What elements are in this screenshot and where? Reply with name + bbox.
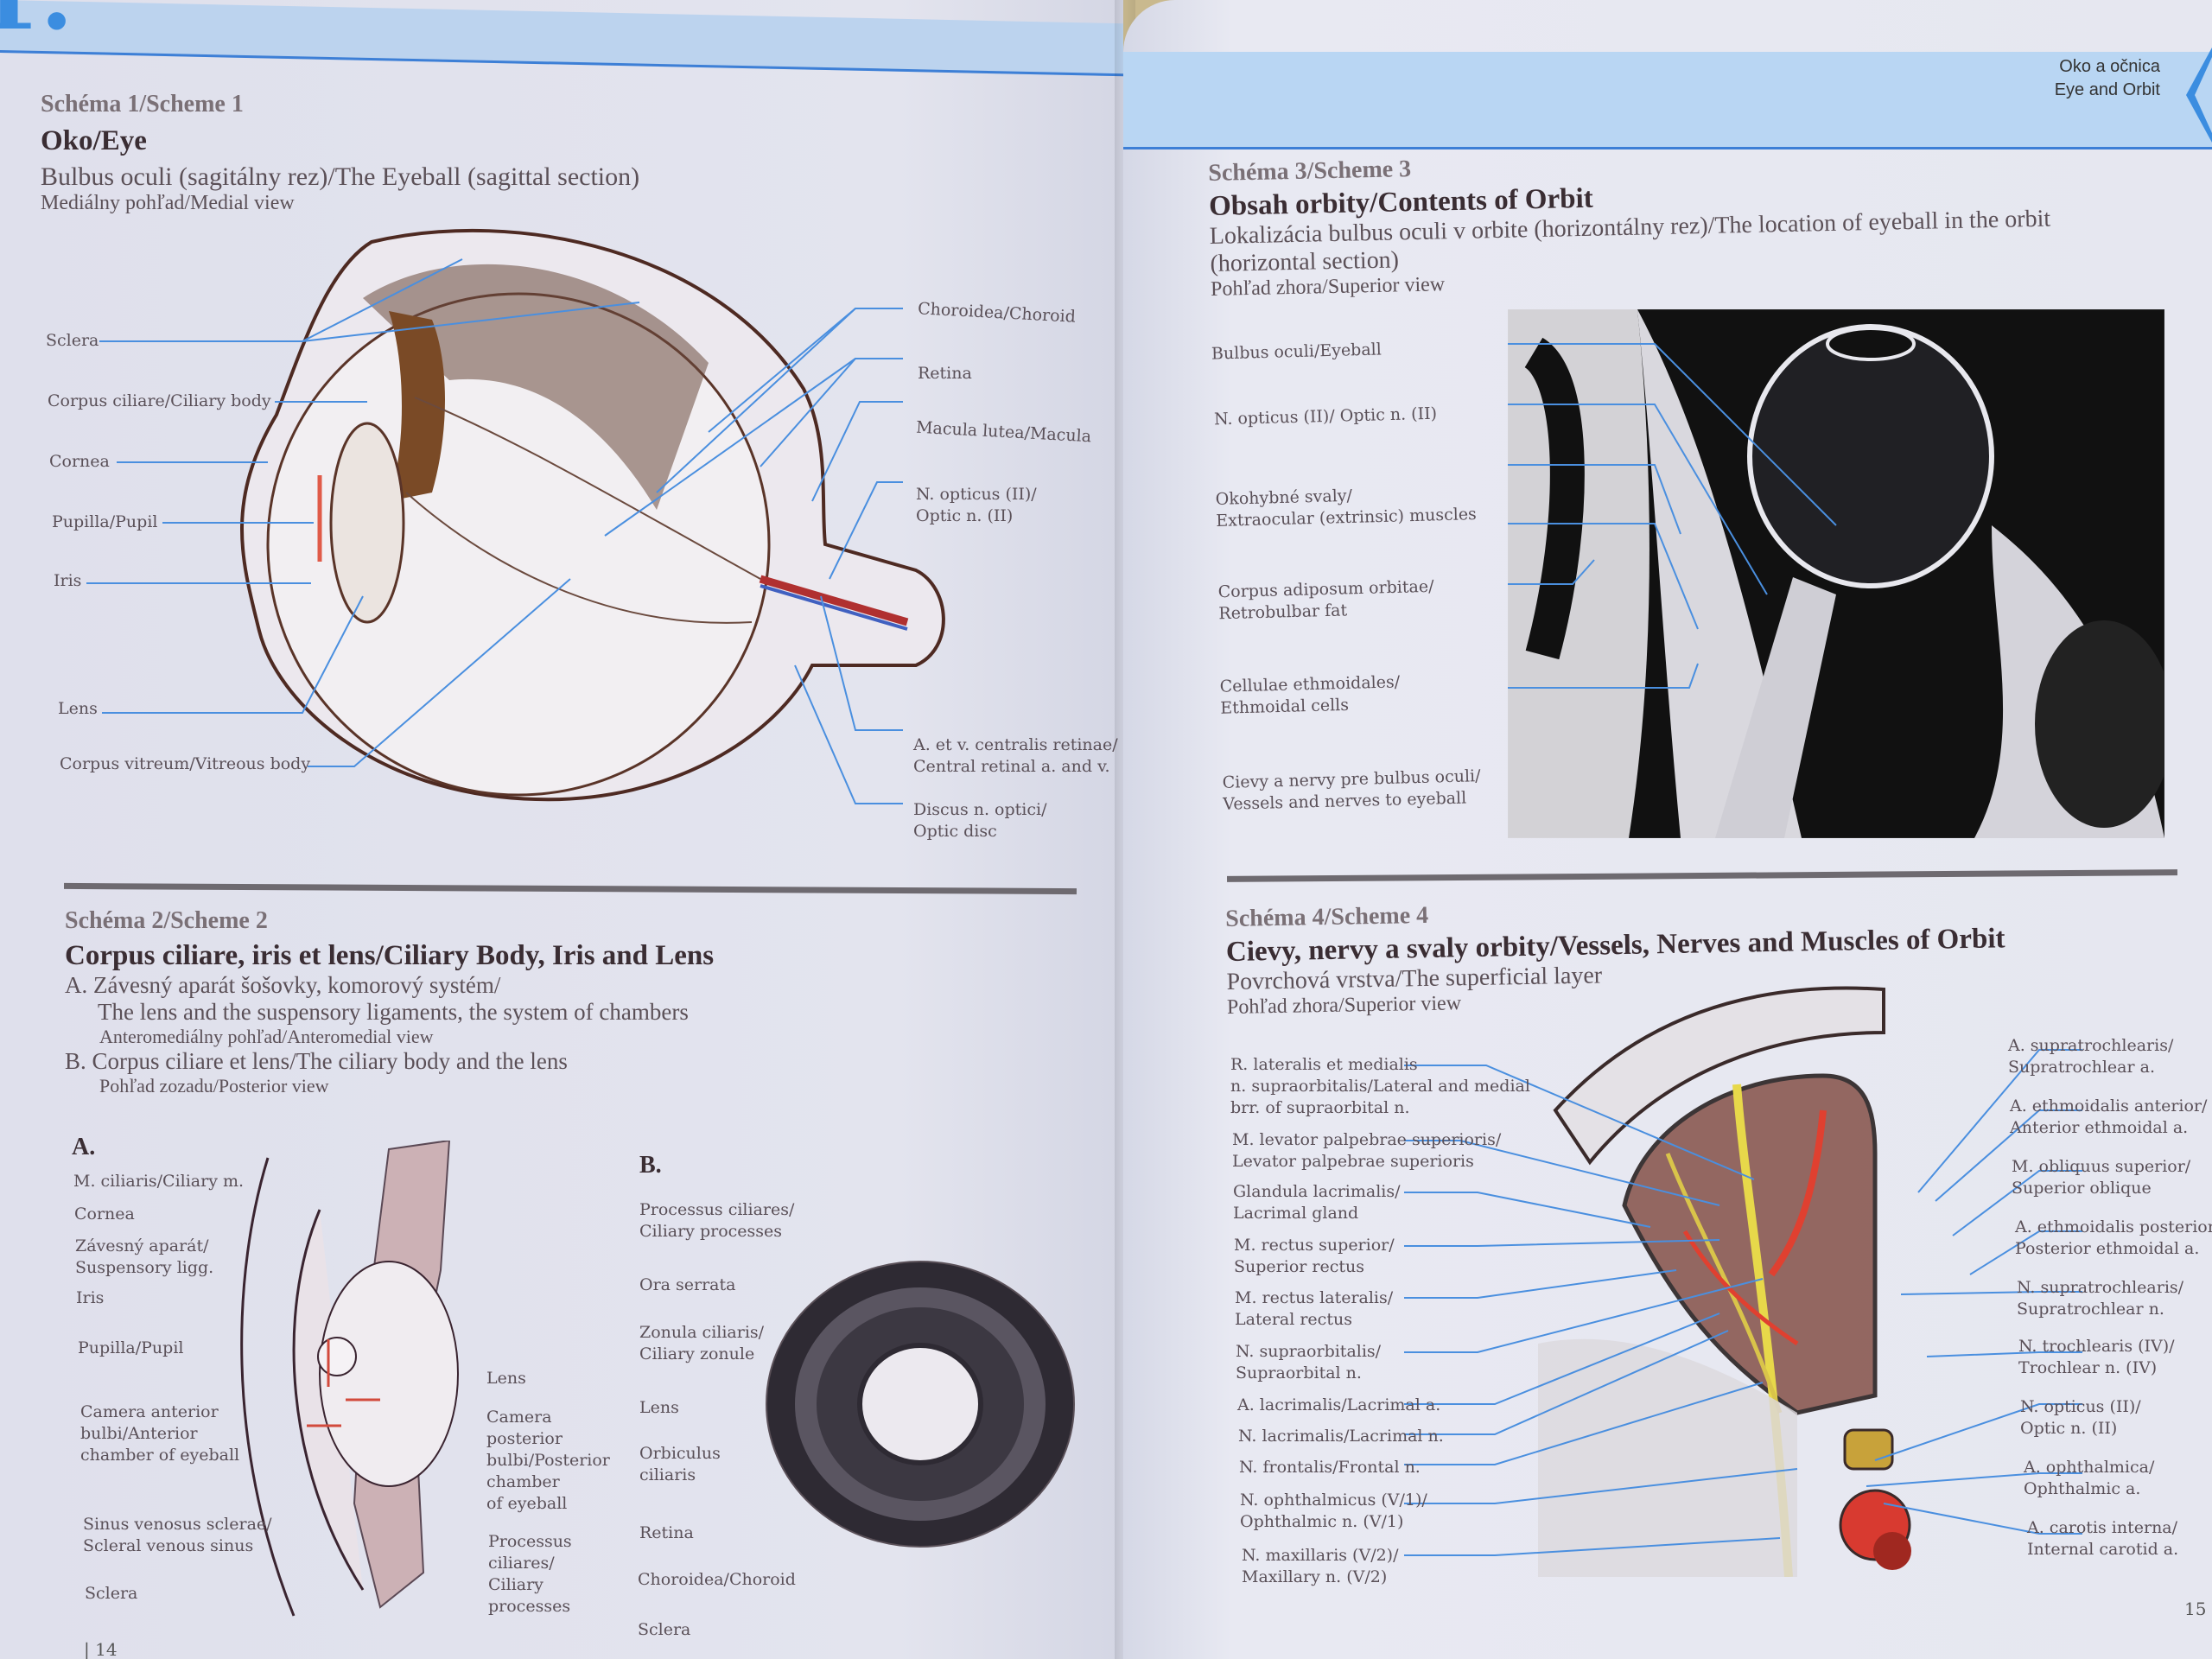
scheme3-leaders [1508,343,1837,689]
s4-label-supraorbital-nerve: N. supraorbitalis/ Supraorbital n. [1236,1342,1382,1382]
scheme1-title: Oko/Eye [41,125,147,156]
orbit-vessels-nerves-illustration [1538,986,1911,1577]
fig-a-label-posterior-chamber: Camera posterior bulbi/Posterior chamber… [486,1408,610,1513]
scheme1-heading: Schéma 1/Scheme 1 Oko/Eye Bulbus oculi (… [41,91,639,215]
chapter-header-band [0,0,1123,77]
s3-label-eyeball: Bulbus oculi/Eyeball [1211,340,1382,364]
fig-a-label-suspensory: Závesný aparát/ Suspensory ligg. [75,1236,214,1277]
fig-a-label-anterior-chamber: Camera anterior bulbi/Anterior chamber o… [80,1402,240,1465]
fig-a-label-ciliary-m: M. ciliaris/Ciliary m. [73,1172,245,1191]
fig-b-label-orbiculus: Orbiculus ciliaris [639,1444,721,1484]
fig-b-label-lens: Lens [639,1398,679,1417]
fig-a-label-iris: Iris [76,1288,105,1307]
s3-label-extraocular-muscles: Okohybné svaly/ Extraocular (extrinsic) … [1215,486,1478,531]
s4-label-ophthalmic-artery: A. ophthalmica/ Ophthalmic a. [2024,1458,2155,1498]
scheme2-part-a-heading-en: The lens and the suspensory ligaments, t… [98,999,689,1025]
s3-label-optic-nerve: N. opticus (II)/ Optic n. (II) [1213,404,1438,429]
scheme4-leaders [1404,1049,2082,1556]
fig-a-label-cornea: Cornea [74,1205,135,1224]
s1-label-optic-disc: Discus n. optici/ Optic disc [913,800,1047,841]
fig-a-label-sclera: Sclera [85,1584,138,1603]
left-page-number: | 14 [84,1639,118,1659]
scheme2-part-b-heading: B. Corpus ciliare et lens/The ciliary bo… [65,1048,568,1074]
scheme2-part-a-view: Anteromediálny pohľad/Anteromedial view [99,1026,434,1047]
fig-a-label-ciliary-processes: Processus ciliares/ Ciliary processes [488,1532,572,1616]
s4-label-lacrimal-gland: Glandula lacrimalis/ Lacrimal gland [1233,1182,1401,1223]
section-divider [63,882,1077,895]
s4-label-trochlear-nerve: N. trochlearis (IV)/ Trochlear n. (IV) [2018,1337,2175,1377]
scheme3-heading: Schéma 3/Scheme 3 Obsah orbity/Contents … [1208,143,2052,302]
s4-label-supraorbital-branches: R. lateralis et medialis n. supraorbital… [1230,1055,1530,1117]
scheme2-part-a-heading: A. Závesný aparát šošovky, komorový syst… [65,972,501,998]
fig-a-label-scleral-sinus: Sinus venosus sclerae/ Scleral venous si… [83,1515,272,1555]
s4-label-internal-carotid: A. carotis interna/ Internal carotid a. [2027,1518,2179,1559]
s4-label-lateral-rectus: M. rectus lateralis/ Lateral rectus [1235,1288,1394,1329]
s4-label-supratrochlear-artery: A. supratrochlearis/ Supratrochlear a. [2008,1036,2174,1077]
s3-label-ethmoidal-cells: Cellulae ethmoidales/ Ethmoidal cells [1219,672,1401,718]
chapter-tab-arrow-icon [2186,48,2212,143]
left-page: 1. Schéma 1/Scheme 1 Oko/Eye Bulbus ocul… [0,0,1123,1659]
s4-label-levator-palpebrae: M. levator palpebrae superioris/ Levator… [1232,1130,1502,1171]
section-divider-right [1226,869,2178,882]
fig-b-label-retina: Retina [639,1523,694,1542]
s1-label-central-retinal-vessels: A. et v. centralis retinae/ Central reti… [913,735,1118,776]
chapter-header-band-right [1123,52,2212,149]
scheme1-view: Mediálny pohľad/Medial view [41,192,295,214]
fig-b-label-sclera: Sclera [638,1620,691,1639]
s4-label-lacrimal-nerve: N. lacrimalis/Lacrimal n. [1238,1427,1444,1446]
eyeball-sagittal-illustration [86,228,945,804]
fig-b-label-ciliary-zonule: Zonula ciliaris/ Ciliary zonule [639,1323,765,1363]
s1-label-iris: Iris [54,571,82,590]
s3-label-vessels-nerves: Cievy a nervy pre bulbus oculi/ Vessels … [1222,766,1481,814]
s1-label-sclera: Sclera [46,331,99,350]
s4-label-frontal-nerve: N. frontalis/Frontal n. [1239,1458,1421,1477]
s1-label-cornea: Cornea [49,452,110,471]
fig-b-label-ciliary-processes: Processus ciliares/ Ciliary processes [639,1200,795,1241]
s3-label-retrobulbar-fat: Corpus adiposum orbitae/ Retrobulbar fat [1217,576,1434,624]
scheme1-subtitle: Bulbus oculi (sagitálny rez)/The Eyeball… [41,162,640,191]
fig-b-label-choroid: Choroidea/Choroid [638,1570,796,1589]
fig-a-label-pupil: Pupilla/Pupil [78,1338,184,1357]
s1-label-vitreous-body: Corpus vitreum/Vitreous body [60,754,311,773]
s4-label-supratrochlear-nerve: N. supratrochlearis/ Supratrochlear n. [2017,1278,2184,1319]
scheme2-label: Schéma 2/Scheme 2 [65,907,268,934]
s1-label-pupil: Pupilla/Pupil [52,512,158,531]
fig-a-marker: A. [72,1134,96,1160]
fig-b-marker: B. [639,1152,662,1179]
scheme1-label: Schéma 1/Scheme 1 [41,91,244,118]
s1-label-lens: Lens [58,699,98,718]
s4-label-optic-nerve: N. opticus (II)/ Optic n. (II) [2020,1397,2141,1438]
right-page: Oko a očnica Eye and Orbit Schéma 3/Sche… [1123,0,2212,1659]
s4-label-posterior-ethmoidal-artery: A. ethmoidalis posterior/ Posterior ethm… [2015,1217,2212,1258]
s4-label-lacrimal-artery: A. lacrimalis/Lacrimal a. [1237,1395,1441,1414]
s4-label-superior-oblique: M. obliquus superior/ Superior oblique [2012,1157,2191,1198]
orbit-horizontal-section-illustration [1508,309,2164,838]
scheme2-title: Corpus ciliare, iris et lens/Ciliary Bod… [65,940,715,971]
s4-label-superior-rectus: M. rectus superior/ Superior rectus [1234,1236,1395,1276]
chapter-number: 1. [0,0,73,51]
scheme2-heading: Schéma 2/Scheme 2 Corpus ciliare, iris e… [65,907,714,1097]
fig-b-label-ora-serrata: Ora serrata [639,1275,736,1294]
fig-a-label-lens: Lens [486,1369,526,1388]
ciliary-body-illustration [240,1141,459,1617]
s1-label-retina: Retina [918,364,972,383]
s4-label-anterior-ethmoidal-artery: A. ethmoidalis anterior/ Anterior ethmoi… [2010,1096,2208,1137]
s4-label-maxillary-nerve: N. maxillaris (V/2)/ Maxillary n. (V/2) [1242,1546,1399,1586]
ciliary-ring-illustration [766,1261,1075,1548]
s4-label-ophthalmic-nerve: N. ophthalmicus (V/1)/ Ophthalmic n. (V/… [1240,1491,1427,1531]
right-page-number: 15 [2184,1599,2207,1619]
running-head: Oko a očnica Eye and Orbit [2054,57,2160,99]
scheme2-part-b-view: Pohľad zozadu/Posterior view [99,1075,329,1096]
s1-label-ciliary-body: Corpus ciliare/Ciliary body [48,391,271,410]
s1-label-optic-nerve: N. opticus (II)/ Optic n. (II) [916,485,1037,525]
